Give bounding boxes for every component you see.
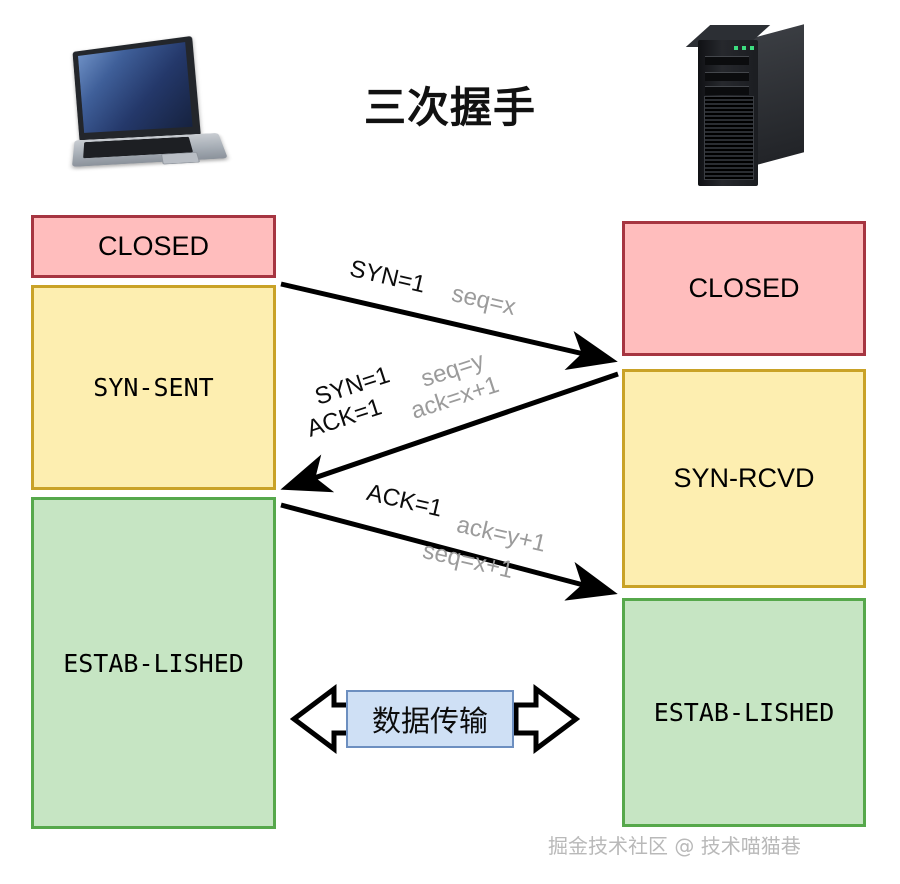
arrow-right-head: [513, 684, 580, 754]
laptop-screen-bezel: [72, 35, 201, 142]
laptop-screen: [78, 42, 193, 133]
msg1-flags-label: SYN=1: [347, 255, 428, 299]
server-state-closed: CLOSED: [622, 221, 866, 356]
server-tower-icon: [685, 24, 810, 194]
client-laptop-icon: [56, 35, 236, 182]
laptop-touchpad: [160, 152, 201, 165]
server-led-indicators: [734, 46, 754, 50]
server-vent-grill: [704, 96, 754, 180]
server-state-closed-label: CLOSED: [688, 273, 800, 303]
data-transfer-label: 数据传输: [371, 704, 488, 738]
data-transfer-box: 数据传输: [346, 690, 514, 748]
client-state-syn-sent-label: SYN-SENT: [93, 373, 214, 402]
msg1-values-label: seq=x: [449, 280, 519, 321]
page-title: 三次握手: [363, 83, 536, 132]
server-state-syn-rcvd-label: SYN-RCVD: [673, 463, 815, 493]
server-drive-bay: [705, 56, 749, 65]
arrow-left-head: [290, 684, 357, 754]
watermark: 掘金技术社区 @ 技术喵猫巷: [548, 834, 801, 858]
client-state-closed: CLOSED: [31, 215, 276, 278]
data-transfer-band: 数据传输: [290, 681, 580, 757]
server-state-syn-rcvd: SYN-RCVD: [622, 369, 866, 588]
client-state-established: ESTAB-LISHED: [31, 497, 276, 829]
arrow-syn: [280, 281, 618, 371]
server-front-panel: [698, 40, 758, 186]
msg3-flags-label: ACK=1: [364, 479, 445, 523]
server-state-established-label: ESTAB-LISHED: [653, 698, 835, 727]
server-state-established: ESTAB-LISHED: [622, 598, 866, 827]
server-drive-bay: [705, 72, 749, 81]
client-state-established-label: ESTAB-LISHED: [63, 648, 244, 678]
server-drive-bay: [705, 86, 749, 95]
client-state-syn-sent: SYN-SENT: [31, 285, 276, 490]
client-state-closed-label: CLOSED: [97, 231, 210, 261]
